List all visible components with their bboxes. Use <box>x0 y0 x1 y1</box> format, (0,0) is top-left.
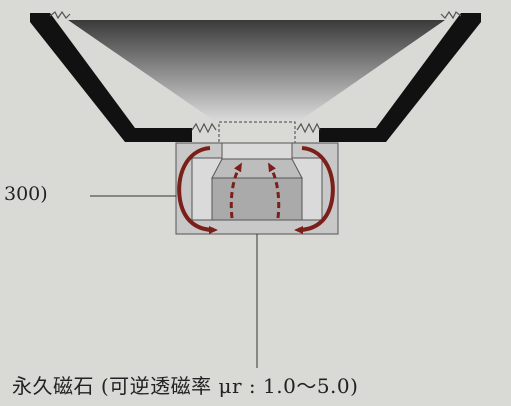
permanent-magnet <box>211 177 303 221</box>
speaker-cone <box>68 20 445 122</box>
left-flux-arrow <box>229 162 242 219</box>
left-flux-loop <box>177 146 218 234</box>
right-frame <box>319 13 481 142</box>
right-surround <box>440 10 462 20</box>
right-flux-arrow <box>268 162 281 219</box>
left-spider <box>191 122 217 134</box>
left-callout-label: 300) <box>4 183 48 205</box>
left-frame <box>30 13 192 142</box>
left-surround <box>49 10 71 20</box>
permanent-magnet-label: 永久磁石 (可逆透磁率 μr : 1.0～5.0) <box>12 374 359 398</box>
right-spider <box>296 122 321 134</box>
top-plate <box>221 142 293 160</box>
right-flux-loop <box>294 146 335 234</box>
pole-piece <box>211 158 303 179</box>
